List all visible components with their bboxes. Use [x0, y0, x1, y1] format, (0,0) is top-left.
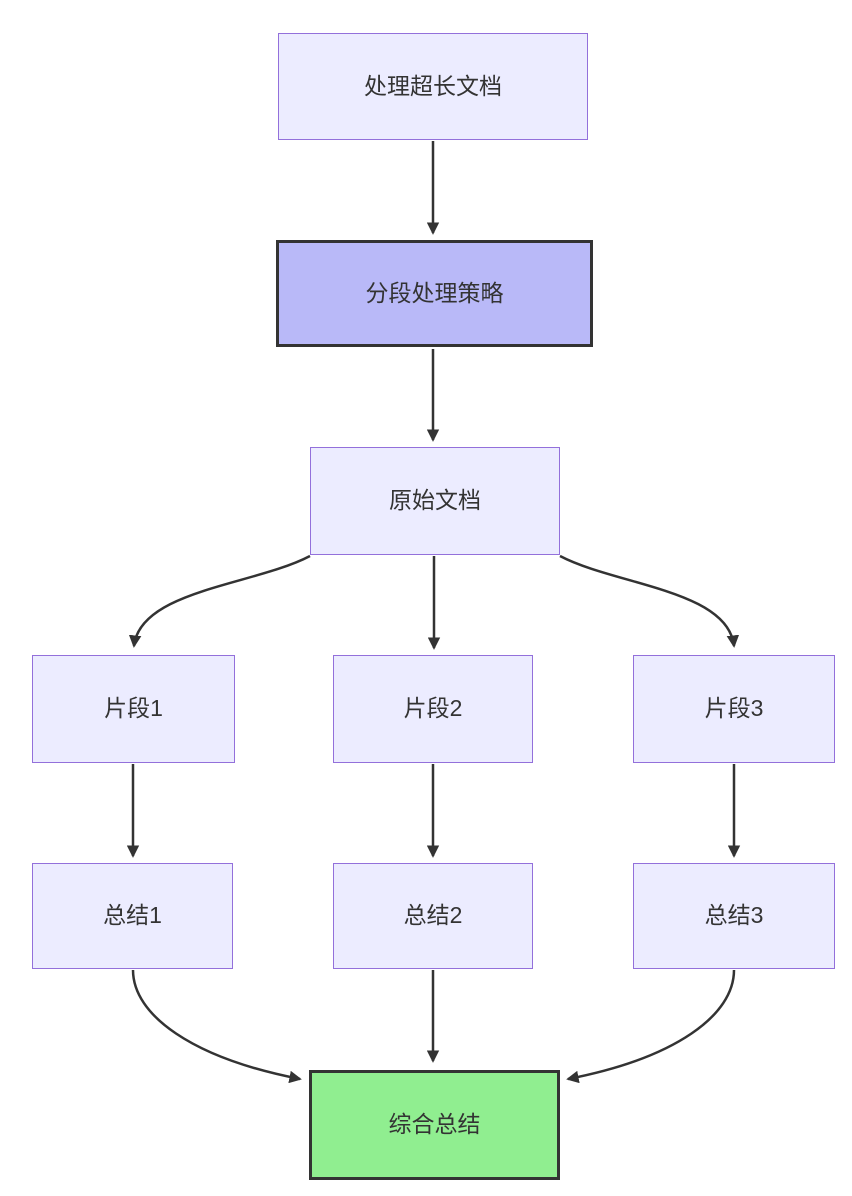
node-fragment-1: 片段1 — [32, 655, 235, 763]
node-summary-1: 总结1 — [32, 863, 233, 969]
node-label: 总结1 — [103, 902, 162, 929]
node-label: 总结3 — [704, 902, 764, 929]
node-label: 片段2 — [403, 695, 463, 722]
node-segmentation-strategy: 分段处理策略 — [276, 240, 593, 347]
node-summary-2: 总结2 — [333, 863, 533, 969]
node-label: 处理超长文档 — [364, 72, 502, 99]
node-label: 分段处理策略 — [365, 279, 504, 306]
edge-c-d1 — [128, 554, 311, 648]
node-label: 综合总结 — [388, 1111, 481, 1138]
node-label: 总结2 — [403, 902, 463, 929]
node-label: 片段3 — [704, 695, 764, 722]
node-combined-summary: 综合总结 — [309, 1070, 560, 1180]
node-original-document: 原始文档 — [310, 447, 560, 555]
node-process-long-document: 处理超长文档 — [278, 33, 588, 140]
node-label: 原始文档 — [389, 487, 481, 514]
node-fragment-3: 片段3 — [633, 655, 835, 763]
edge-e3-h — [566, 969, 736, 1084]
edge-e1-h — [131, 969, 302, 1084]
node-summary-3: 总结3 — [633, 863, 835, 969]
node-fragment-2: 片段2 — [333, 655, 533, 763]
edge-c-d3 — [559, 554, 740, 648]
node-label: 片段1 — [104, 695, 163, 722]
